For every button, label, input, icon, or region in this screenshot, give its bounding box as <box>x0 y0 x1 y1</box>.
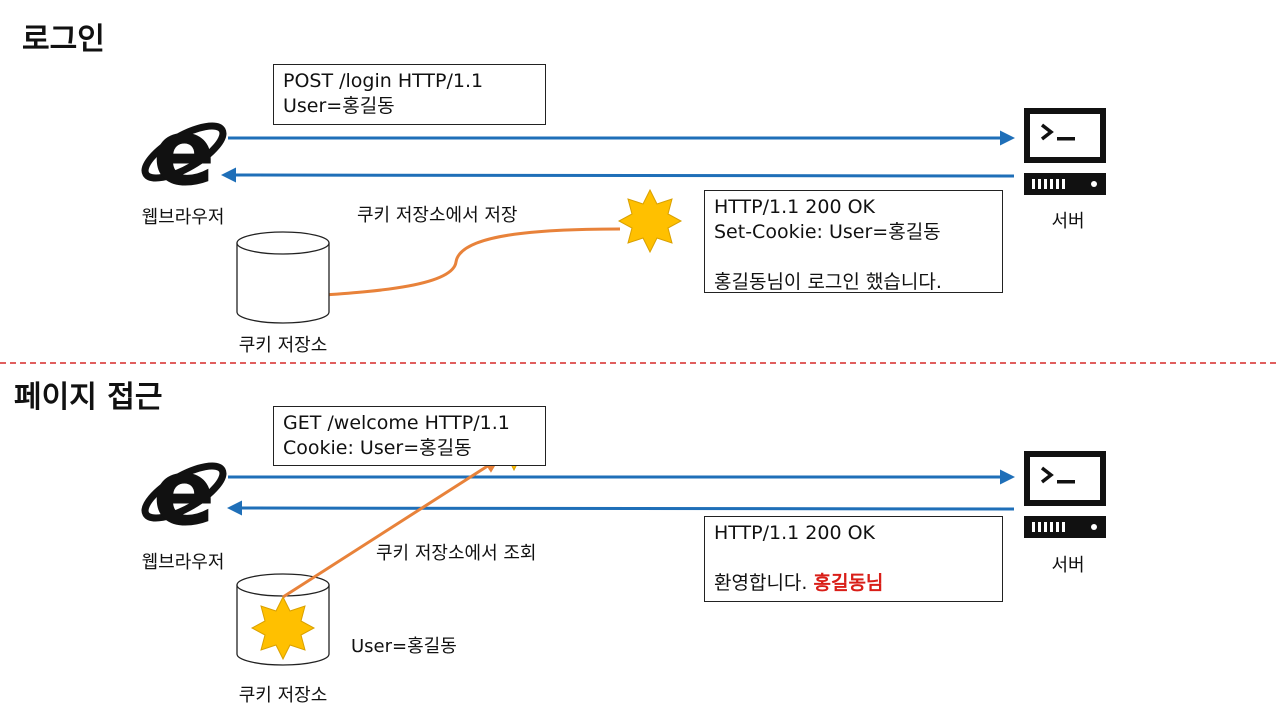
svg-text:e: e <box>153 106 215 198</box>
lookup-action-label: 쿠키 저장소에서 조회 <box>376 543 537 564</box>
response-message-box: HTTP/1.1 200 OK Set-Cookie: User=홍길동 홍길동… <box>704 190 1003 293</box>
cookie-store-label: 쿠키 저장소 <box>238 335 328 356</box>
response-arrow <box>227 500 1015 516</box>
terminal-server-icon <box>1024 108 1106 195</box>
terminal-server-icon <box>1024 451 1106 538</box>
cookie-store-label: 쿠키 저장소 <box>238 685 328 706</box>
user-name-highlight: 홍길동님 <box>813 572 884 594</box>
status-line: HTTP/1.1 200 OK <box>714 522 875 544</box>
cookie-star-icon <box>617 188 683 254</box>
response-arrow <box>221 167 1015 183</box>
cookie-store-cylinder <box>236 231 330 324</box>
cookie-header: Cookie: User=홍길동 <box>283 437 472 459</box>
request-line: POST /login HTTP/1.1 <box>283 70 484 92</box>
request-line: GET /welcome HTTP/1.1 <box>283 412 510 434</box>
set-cookie-header: Set-Cookie: User=홍길동 <box>714 221 941 243</box>
request-message-box: POST /login HTTP/1.1 User=홍길동 <box>273 64 546 125</box>
store-cookie-arrow <box>287 227 621 304</box>
response-body: 환영합니다. 홍길동님 <box>714 571 993 596</box>
browser-label: 웹브라우저 <box>141 552 225 573</box>
internet-explorer-icon: e <box>141 106 227 198</box>
cookie-star-icon <box>250 595 316 661</box>
response-message-box: HTTP/1.1 200 OK 환영합니다. 홍길동님 <box>704 516 1003 602</box>
server-label: 서버 <box>1051 211 1085 232</box>
svg-text:e: e <box>153 446 215 538</box>
request-body: User=홍길동 <box>283 95 395 117</box>
response-body: 홍길동님이 로그인 했습니다. <box>714 271 942 293</box>
browser-label: 웹브라우저 <box>141 207 225 228</box>
internet-explorer-icon: e <box>141 446 227 538</box>
server-label: 서버 <box>1051 555 1085 576</box>
welcome-text: 환영합니다. <box>714 572 814 594</box>
request-message-box: GET /welcome HTTP/1.1 Cookie: User=홍길동 <box>273 406 546 466</box>
lookup-cookie-arrow <box>282 458 500 599</box>
store-action-label: 쿠키 저장소에서 저장 <box>357 205 518 226</box>
status-line: HTTP/1.1 200 OK <box>714 196 875 218</box>
section-title: 페이지 접근 <box>14 380 163 415</box>
stored-cookie-label: User=홍길동 <box>351 636 457 657</box>
section-title: 로그인 <box>22 22 105 57</box>
